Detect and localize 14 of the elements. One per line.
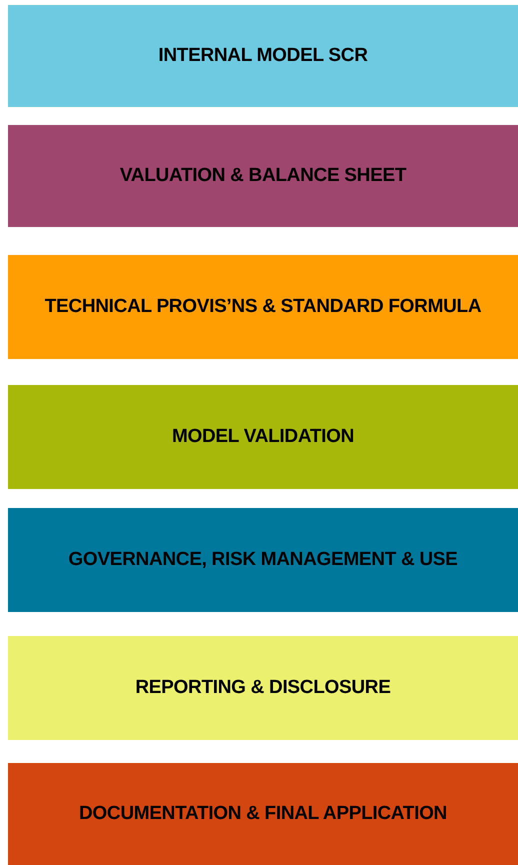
band-label: DOCUMENTATION & FINAL APPLICATION [79,803,447,825]
band-label: INTERNAL MODEL SCR [158,45,368,67]
band-label: VALUATION & BALANCE SHEET [120,165,406,187]
category-band [8,385,518,489]
category-band [8,5,518,107]
category-band [8,125,518,227]
category-band [8,508,518,612]
category-band [8,255,518,359]
category-band [8,763,518,865]
band-label: MODEL VALIDATION [172,426,354,448]
band-label: TECHNICAL PROVIS’NS & STANDARD FORMULA [44,296,482,318]
band-label: GOVERNANCE, RISK MANAGEMENT & USE [68,549,458,571]
category-band [8,636,518,740]
band-label: REPORTING & DISCLOSURE [135,677,391,699]
